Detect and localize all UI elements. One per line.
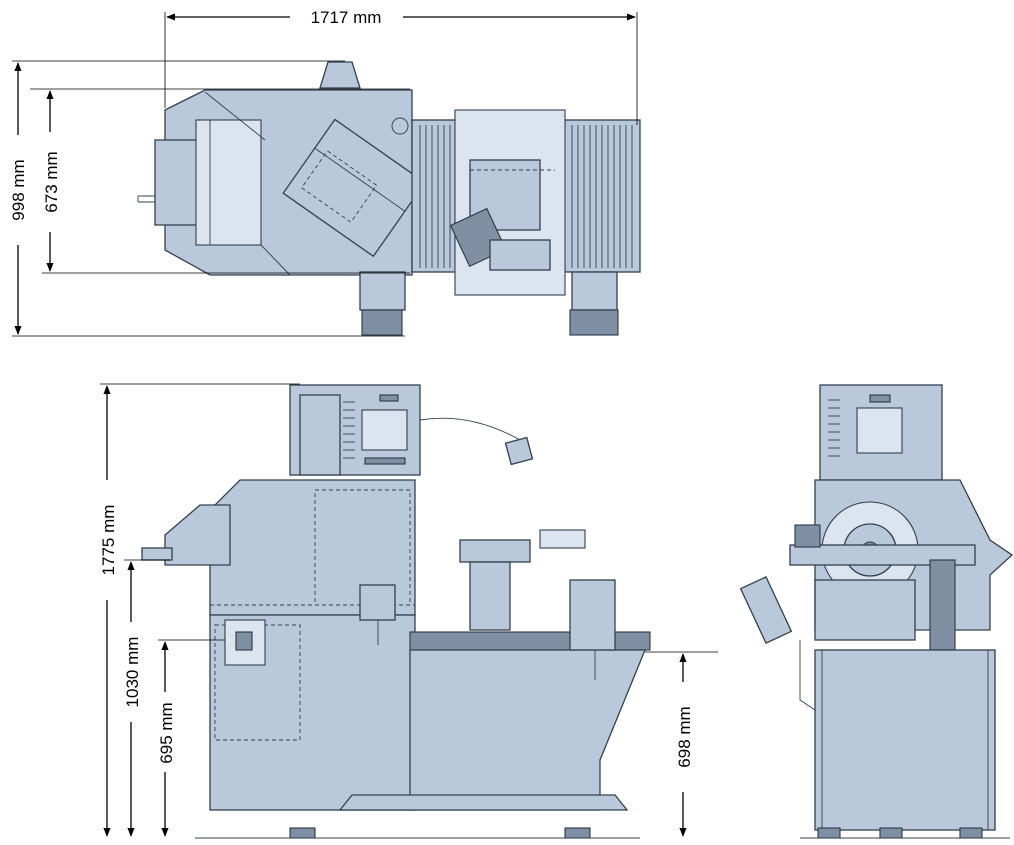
top-grinding-head xyxy=(282,118,426,258)
side-coolant-box xyxy=(739,576,793,644)
dim-body-depth: 673 mm xyxy=(42,151,61,212)
front-base-stand xyxy=(409,649,646,811)
front-view xyxy=(141,384,651,839)
top-rear-housing xyxy=(319,61,361,89)
front-feed-chute xyxy=(164,504,231,566)
side-view xyxy=(739,384,1014,839)
front-drive-unit xyxy=(569,579,616,651)
front-pendant xyxy=(504,436,534,466)
top-view xyxy=(137,61,641,336)
top-hopper xyxy=(195,119,262,246)
top-motor-box xyxy=(154,139,201,226)
front-spindle-head xyxy=(459,539,531,563)
top-foot-left xyxy=(359,271,406,311)
front-grinding-housing xyxy=(209,479,416,616)
dim-overall-height: 1775 mm xyxy=(99,505,118,576)
dim-panel-height: 695 mm xyxy=(157,702,176,763)
top-foot-right xyxy=(571,271,618,311)
dim-overall-depth: 998 mm xyxy=(9,159,28,220)
side-spindle-bar xyxy=(789,544,976,566)
dim-overall-length: 1717 mm xyxy=(311,8,382,27)
side-lower-cabinet xyxy=(814,649,996,831)
dim-feed-height: 1030 mm xyxy=(123,637,142,708)
top-fins xyxy=(419,125,633,268)
front-control-screen xyxy=(361,409,408,451)
dim-table-height: 698 mm xyxy=(675,706,694,767)
dimensions: 1717 mm 998 mm 673 mm 1775 mm 1030 mm 69… xyxy=(9,8,718,837)
